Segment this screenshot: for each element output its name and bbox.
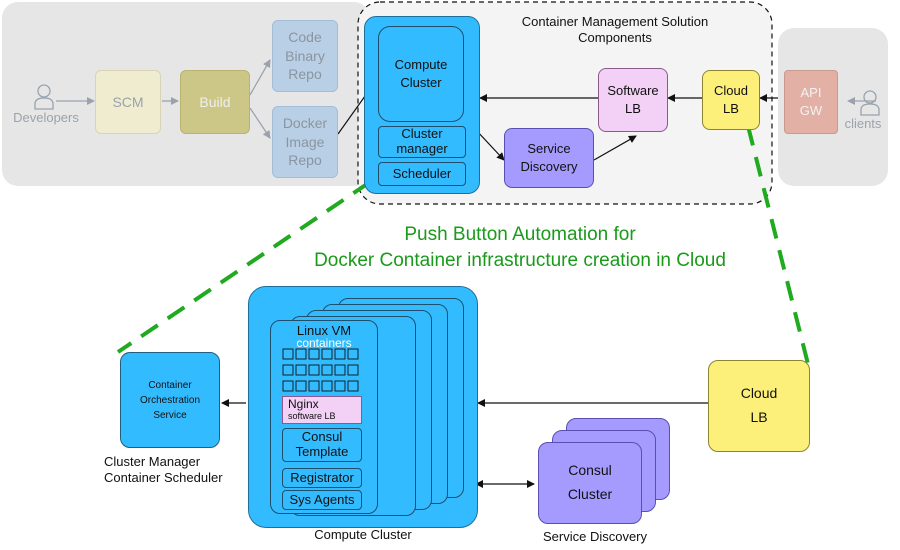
- cluster-manager-line2: manager: [396, 141, 448, 156]
- nginx-sub-label: software LB: [288, 410, 336, 421]
- dashed-link-orchestration: [116, 180, 372, 354]
- nginx-label: Nginx: [288, 397, 319, 412]
- headline-line1: Push Button Automation for: [404, 224, 636, 245]
- scheduler-box: Scheduler: [378, 162, 466, 186]
- scm-box: SCM: [95, 70, 161, 134]
- arrow-build-docker-repo: [249, 107, 271, 139]
- api-gw-line2: GW: [799, 103, 823, 118]
- orchestration-service-box: Container Orchestration Service: [120, 352, 220, 448]
- registrator-box: Registrator: [282, 468, 362, 488]
- compute-cluster-line1: Compute: [394, 57, 448, 73]
- code-repo-line1: Code: [288, 28, 322, 45]
- headline-line2: Docker Container infrastructure creation…: [314, 249, 726, 271]
- solution-title-line2: Components: [578, 30, 652, 46]
- solution-title: Container Management Solution Components: [500, 14, 730, 47]
- arrow-discovery-softlb: [593, 135, 637, 161]
- cluster-manager-line1: Cluster: [401, 126, 443, 142]
- service-discovery-line1: Service: [527, 141, 571, 157]
- cloud-lb-box: Cloud LB: [702, 70, 760, 130]
- software-lb-line1: Software: [607, 83, 659, 99]
- compute-cluster-caption: Compute Cluster: [314, 527, 412, 542]
- compute-cluster-line2: Cluster: [400, 75, 442, 90]
- service-discovery-box: Service Discovery: [504, 128, 594, 188]
- software-lb-line2: LB: [625, 101, 641, 116]
- clients-label: clients: [844, 116, 882, 131]
- cloud-lb-bottom-line2: LB: [750, 409, 768, 425]
- linux-vm-label: Linux VM: [296, 323, 352, 338]
- nginx-box: Nginx software LB: [282, 396, 362, 424]
- container-grid: [282, 348, 359, 392]
- consul-cluster-line2: Cluster: [567, 486, 613, 502]
- solution-title-line1: Container Management Solution: [521, 14, 709, 29]
- consul-template-box: Consul Template: [282, 428, 362, 462]
- docker-repo-line1: Docker: [282, 114, 328, 131]
- orchestration-line1: Container: [148, 379, 192, 391]
- cluster-manager-box: Cluster manager: [378, 126, 466, 158]
- consul-template-line2: Template: [295, 444, 349, 459]
- arrow-build-code-repo: [249, 59, 271, 96]
- orchestration-line2: Orchestration: [139, 394, 201, 406]
- cloud-lb-line1: Cloud: [714, 83, 748, 99]
- cluster-manager-caption-line1: Cluster Manager: [104, 454, 201, 469]
- cloud-lb-bottom-box: Cloud LB: [708, 360, 810, 452]
- sys-agents-box: Sys Agents: [282, 490, 362, 510]
- api-gw-box: API GW: [784, 70, 838, 134]
- docker-repo-line3: Repo: [288, 152, 322, 169]
- scheduler-label: Scheduler: [392, 166, 452, 182]
- build-label: Build: [199, 93, 231, 110]
- software-lb-box: Software LB: [598, 68, 668, 132]
- registrator-label: Registrator: [290, 470, 354, 486]
- cluster-manager-caption-line2: Container Scheduler: [104, 470, 223, 486]
- service-discovery-line2: Discovery: [520, 159, 578, 174]
- headline: Push Button Automation for Docker Contai…: [260, 222, 780, 273]
- consul-cluster-box: Consul Cluster: [538, 442, 642, 524]
- containers-label: containers: [296, 336, 352, 350]
- sys-agents-label: Sys Agents: [289, 492, 355, 508]
- developers-label: Developers: [13, 110, 79, 125]
- code-repo-line3: Repo: [288, 66, 322, 83]
- cloud-lb-line2: LB: [723, 101, 739, 116]
- scm-label: SCM: [112, 93, 144, 110]
- api-gw-line1: API: [800, 85, 822, 101]
- build-box: Build: [180, 70, 250, 134]
- client-icon: [860, 90, 880, 121]
- docker-repo-box: Docker Image Repo: [272, 106, 338, 178]
- compute-cluster-box: Compute Cluster: [378, 26, 464, 122]
- cloud-lb-bottom-line1: Cloud: [740, 385, 778, 402]
- developer-icon: [34, 84, 54, 115]
- code-repo-box: Code Binary Repo: [272, 20, 338, 92]
- consul-template-line1: Consul: [301, 429, 343, 445]
- service-discovery-caption: Service Discovery: [542, 529, 648, 544]
- docker-repo-line2: Image: [285, 133, 325, 150]
- cluster-manager-caption: Cluster Manager Container Scheduler: [104, 454, 234, 487]
- consul-cluster-line1: Consul: [568, 462, 612, 479]
- dashed-link-cloud-lb: [746, 125, 812, 373]
- code-repo-line2: Binary: [285, 47, 325, 64]
- orchestration-line3: Service: [153, 409, 187, 421]
